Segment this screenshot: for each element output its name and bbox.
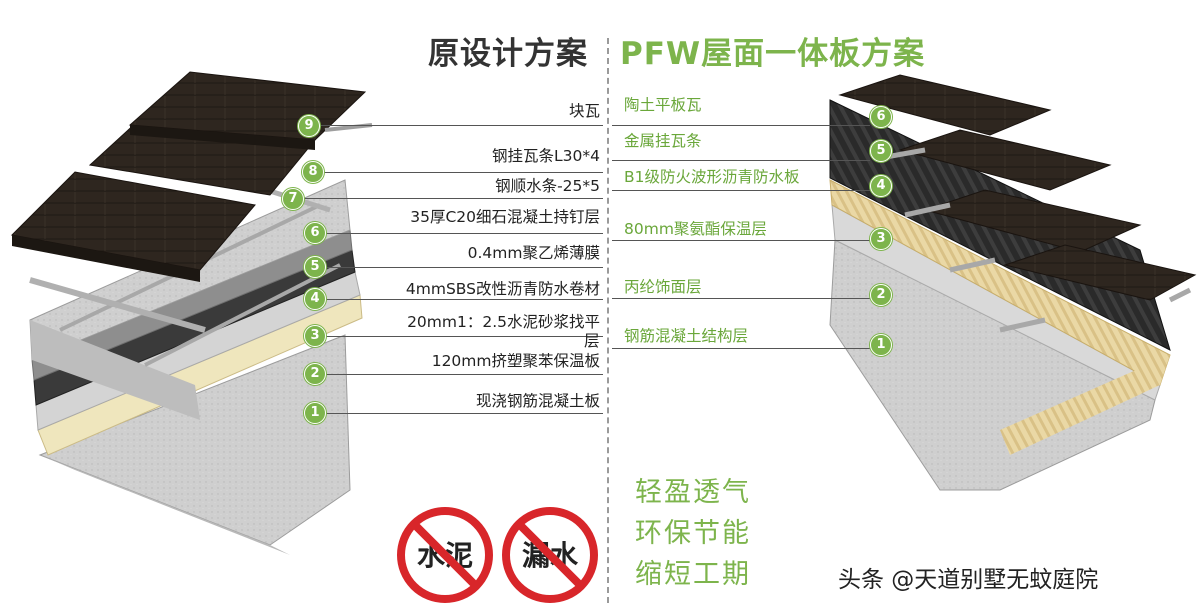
feature-eco: 环保节能 (635, 518, 751, 549)
leader-right-5 (612, 160, 870, 161)
left-layer-6-badge: 6 (304, 222, 326, 244)
left-layer-7-badge: 7 (282, 188, 304, 210)
left-layer-1-badge: 1 (304, 402, 326, 424)
leader-left-1 (324, 413, 603, 414)
left-layer-4-label: 4mmSBS改性沥青防水卷材 (405, 280, 600, 298)
leader-right-3 (612, 240, 870, 241)
right-layer-3-badge: 3 (870, 228, 892, 250)
right-layer-4-badge: 4 (870, 175, 892, 197)
left-layer-8-label: 钢挂瓦条L30*4 (492, 147, 600, 165)
left-layer-4-badge: 4 (304, 288, 326, 310)
left-roof-illustration (10, 71, 373, 555)
left-layer-2-label: 120mm挤塑聚苯保温板 (431, 352, 600, 370)
left-layer-5-badge: 5 (304, 256, 326, 278)
left-layer-2-badge: 2 (304, 363, 326, 385)
right-roof-illustration (829, 74, 1197, 491)
left-layer-9-label: 块瓦 (568, 102, 600, 120)
feature-fast: 缩短工期 (635, 559, 751, 590)
leader-left-7 (302, 198, 603, 199)
center-divider (607, 38, 609, 603)
leader-right-2 (612, 298, 870, 299)
left-layer-6-label: 35厚C20细石混凝土持钉层 (410, 208, 600, 226)
no-cement-sign: 水泥 (397, 507, 493, 603)
right-layer-5-badge: 5 (870, 140, 892, 162)
leader-left-2 (324, 374, 603, 375)
watermark: 头条 @天道别墅无蚊庭院 (838, 567, 1099, 593)
leader-left-3 (324, 336, 603, 337)
original-design-title: 原设计方案 (428, 36, 588, 72)
no-leak-sign: 漏水 (502, 507, 598, 603)
right-layer-2-badge: 2 (870, 284, 892, 306)
right-layer-6-label: 陶土平板瓦 (624, 96, 702, 114)
leader-left-6 (324, 233, 603, 234)
leader-left-5 (324, 267, 603, 268)
leader-right-4 (612, 190, 870, 191)
right-layer-6-badge: 6 (870, 106, 892, 128)
right-layer-3-label: 80mm聚氨酯保温层 (624, 220, 767, 238)
left-layer-3-label-line2: 层 (584, 332, 600, 350)
right-layer-4-label: B1级防火波形沥青防水板 (624, 168, 800, 186)
left-layer-5-label: 0.4mm聚乙烯薄膜 (467, 244, 600, 262)
right-layer-2-label: 丙纶饰面层 (624, 278, 702, 296)
left-layer-1-label: 现浇钢筋混凝土板 (475, 392, 600, 410)
leader-left-4 (324, 299, 603, 300)
left-layer-7-label: 钢顺水条-25*5 (495, 177, 600, 195)
right-layer-5-label: 金属挂瓦条 (624, 132, 702, 150)
left-layer-3-badge: 3 (304, 325, 326, 347)
right-layer-1-badge: 1 (870, 334, 892, 356)
leader-left-9 (318, 125, 603, 126)
pfw-design-title: PFW屋面一体板方案 (620, 36, 926, 72)
left-layer-3-label-line1: 20mm1：2.5水泥砂浆找平 (407, 313, 600, 331)
right-layer-1-label: 钢筋混凝土结构层 (624, 327, 749, 345)
left-layer-8-badge: 8 (302, 161, 324, 183)
leader-right-1 (612, 348, 870, 349)
leader-left-8 (322, 172, 603, 173)
feature-lightweight: 轻盈透气 (635, 477, 751, 508)
leader-right-6 (612, 125, 870, 126)
left-layer-9-badge: 9 (298, 115, 320, 137)
